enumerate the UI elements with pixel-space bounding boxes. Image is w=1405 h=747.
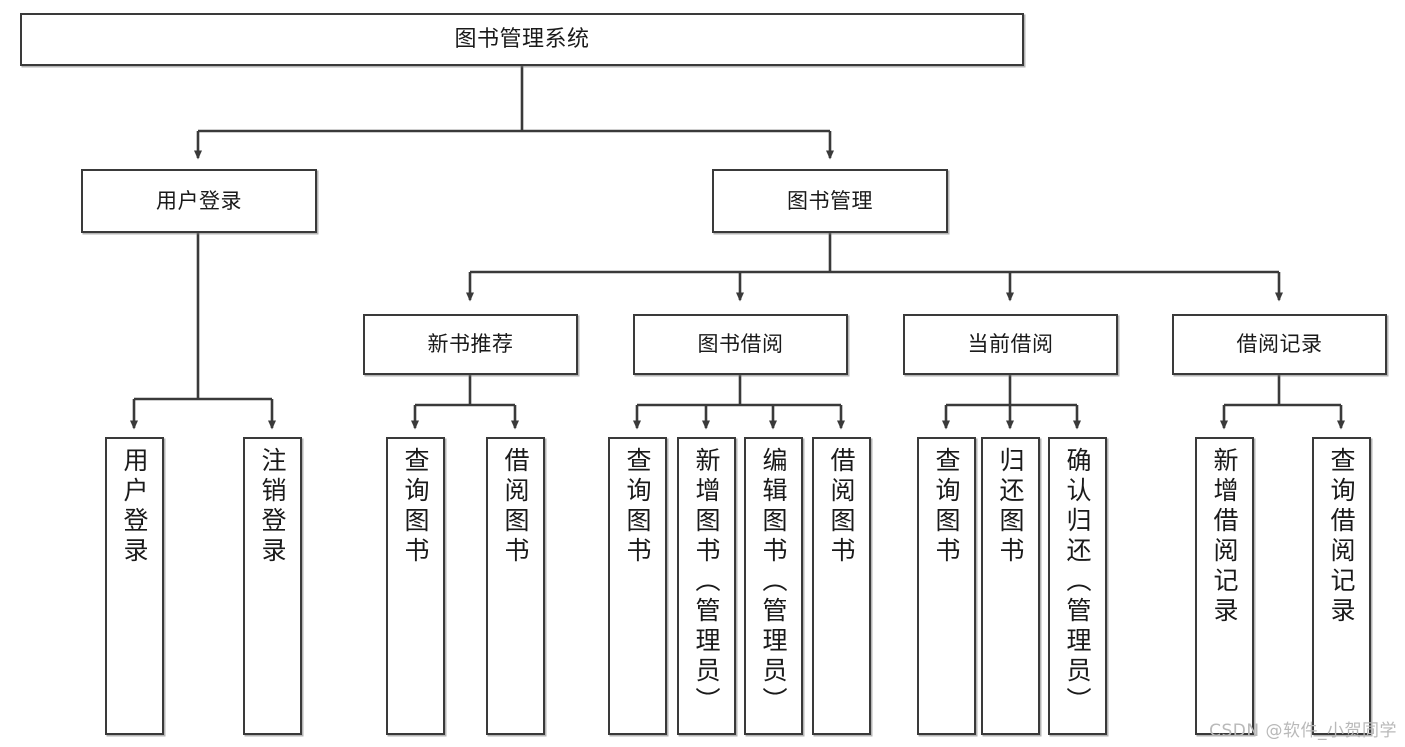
- node-current-borrow[interactable]: 当前借阅: [903, 314, 1118, 375]
- leaf-borrow-borrow-book[interactable]: 借阅图书: [812, 437, 871, 735]
- node-label: 查询图书: [932, 447, 961, 567]
- node-label: 借阅图书: [827, 447, 856, 567]
- leaf-user-login-signout[interactable]: 注销登录: [243, 437, 302, 735]
- node-label: 当前借阅: [967, 332, 1054, 357]
- leaf-current-query-book[interactable]: 查询图书: [917, 437, 976, 735]
- watermark-text: CSDN @软件_小贺同学: [1209, 721, 1397, 741]
- leaf-borrow-edit-book[interactable]: 编辑图书（管理员）: [744, 437, 803, 735]
- node-new-book-recommend[interactable]: 新书推荐: [363, 314, 578, 375]
- leaf-records-add-record[interactable]: 新增借阅记录: [1195, 437, 1254, 735]
- node-label: 查询图书: [623, 447, 652, 567]
- node-label: 归还图书: [996, 447, 1025, 567]
- leaf-current-confirm-return[interactable]: 确认归还（管理员）: [1048, 437, 1107, 735]
- node-label: 确认归还（管理员）: [1063, 447, 1092, 717]
- node-label: 用户登录: [156, 188, 242, 213]
- node-label: 借阅图书: [501, 447, 530, 567]
- node-label: 注销登录: [258, 447, 287, 567]
- node-label: 新书推荐: [427, 332, 514, 357]
- node-book-management[interactable]: 图书管理: [712, 169, 948, 233]
- leaf-records-query-record[interactable]: 查询借阅记录: [1312, 437, 1371, 735]
- node-label: 新增图书（管理员）: [692, 447, 721, 717]
- leaf-recommend-query-book[interactable]: 查询图书: [386, 437, 445, 735]
- leaf-user-login-signin[interactable]: 用户登录: [105, 437, 164, 735]
- node-borrow-records[interactable]: 借阅记录: [1172, 314, 1387, 375]
- node-label: 新增借阅记录: [1210, 447, 1239, 627]
- node-label: 用户登录: [120, 447, 149, 567]
- leaf-recommend-borrow-book[interactable]: 借阅图书: [486, 437, 545, 735]
- node-book-borrow[interactable]: 图书借阅: [633, 314, 848, 375]
- node-label: 查询图书: [401, 447, 430, 567]
- node-label: 查询借阅记录: [1327, 447, 1356, 627]
- node-label: 借阅记录: [1236, 332, 1323, 357]
- node-root-system[interactable]: 图书管理系统: [20, 13, 1024, 66]
- node-label: 编辑图书（管理员）: [759, 447, 788, 717]
- leaf-borrow-add-book[interactable]: 新增图书（管理员）: [677, 437, 736, 735]
- leaf-borrow-query-book[interactable]: 查询图书: [608, 437, 667, 735]
- node-label: 图书借阅: [697, 332, 784, 357]
- node-label: 图书管理: [787, 188, 873, 213]
- leaf-current-return-book[interactable]: 归还图书: [981, 437, 1040, 735]
- node-label: 图书管理系统: [454, 26, 590, 52]
- node-user-login[interactable]: 用户登录: [81, 169, 317, 233]
